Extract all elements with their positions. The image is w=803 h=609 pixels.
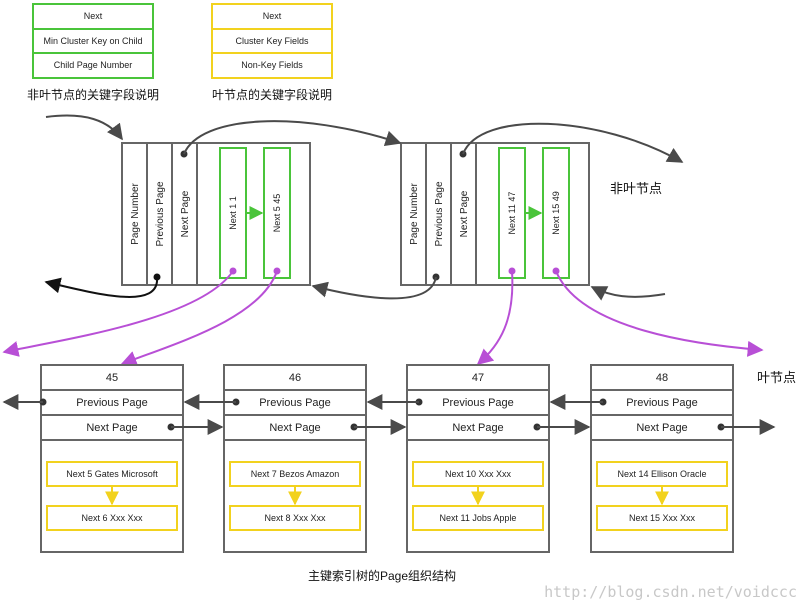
nonleaf-record bbox=[219, 147, 247, 279]
leaf-record bbox=[229, 461, 361, 487]
leaf-record bbox=[596, 505, 728, 531]
previous-page-field: Previous Page bbox=[155, 181, 166, 246]
leaf-previous-page: Previous Page bbox=[76, 397, 148, 409]
leaf-record-label: Next 5 Gates Microsoft bbox=[66, 469, 158, 479]
nonleaf-page: Page Number Previous Page Next Page Next… bbox=[400, 142, 590, 286]
legend-nonleaf-row: Min Cluster Key on Child bbox=[43, 36, 142, 46]
leaf-record-label: Next 10 Xxx Xxx bbox=[445, 469, 512, 479]
previous-page-field: Previous Page bbox=[434, 181, 445, 246]
nonleaf-record-label: Next 15 49 bbox=[551, 191, 561, 235]
child-pointers bbox=[2, 267, 764, 367]
legend-leaf-row: Next bbox=[263, 11, 282, 21]
legend-nonleaf-row: Next bbox=[84, 11, 103, 21]
leaf-record bbox=[412, 505, 544, 531]
legend-nonleaf-row: Child Page Number bbox=[54, 60, 133, 70]
leaf-record-label: Next 7 Bezos Amazon bbox=[251, 469, 340, 479]
leaf-record bbox=[229, 505, 361, 531]
leaf-record-label: Next 15 Xxx Xxx bbox=[629, 513, 696, 523]
leaf-page: 46 Previous Page Next Page Next 7 Bezos … bbox=[223, 364, 367, 553]
nonleaf-page: Page Number Previous Page Next Page Next… bbox=[121, 142, 311, 286]
leaf-record bbox=[46, 505, 178, 531]
leaf-previous-page: Previous Page bbox=[259, 397, 331, 409]
legend-leaf-caption: 叶节点的关键字段说明 bbox=[212, 87, 332, 102]
leaf-next-page: Next Page bbox=[86, 422, 137, 434]
next-page-field: Next Page bbox=[459, 190, 470, 237]
page-number-field: Page Number bbox=[130, 182, 141, 244]
leaf-label: 叶节点 bbox=[757, 370, 796, 385]
leaf-page-number: 46 bbox=[289, 372, 301, 384]
legend-leaf-row: Non-Key Fields bbox=[241, 60, 303, 70]
leaf-page: 47 Previous Page Next Page Next 10 Xxx X… bbox=[406, 364, 550, 553]
leaf-next-page: Next Page bbox=[636, 422, 687, 434]
nonleaf-record bbox=[498, 147, 526, 279]
leaf-record-label: Next 11 Jobs Apple bbox=[440, 513, 517, 523]
nonleaf-record-label: Next 11 47 bbox=[507, 192, 517, 235]
leaf-page: 48 Previous Page Next Page Next 14 Ellis… bbox=[590, 364, 734, 553]
leaf-page-number: 47 bbox=[472, 372, 484, 384]
leaf-record-label: Next 14 Ellison Oracle bbox=[617, 469, 706, 479]
leaf-record bbox=[46, 461, 178, 487]
nonleaf-record-label: Next 5 45 bbox=[272, 194, 282, 233]
leaf-page-number: 45 bbox=[106, 372, 118, 384]
page-number-field: Page Number bbox=[409, 182, 420, 244]
nonleaf-record bbox=[542, 147, 570, 279]
leaf-next-page: Next Page bbox=[269, 422, 320, 434]
leaf-page-number: 48 bbox=[656, 372, 668, 384]
leaf-links bbox=[2, 394, 776, 435]
legend-leaf-row: Cluster Key Fields bbox=[235, 36, 309, 46]
nonleaf-links bbox=[44, 114, 684, 301]
next-page-field: Next Page bbox=[180, 190, 191, 237]
leaf-record-label: Next 6 Xxx Xxx bbox=[81, 513, 143, 523]
leaf-next-page: Next Page bbox=[452, 422, 503, 434]
leaf-previous-page: Previous Page bbox=[626, 397, 698, 409]
bottom-caption: 主键索引树的Page组织结构 bbox=[308, 568, 456, 583]
legend-nonleaf-caption: 非叶节点的关键字段说明 bbox=[27, 87, 159, 102]
nonleaf-record-label: Next 1 1 bbox=[228, 196, 238, 230]
watermark: http://blog.csdn.net/voidccc bbox=[544, 583, 797, 601]
leaf-page: 45 Previous Page Next Page Next 5 Gates … bbox=[40, 364, 184, 553]
nonleaf-label: 非叶节点 bbox=[610, 181, 662, 196]
leaf-record-label: Next 8 Xxx Xxx bbox=[264, 513, 326, 523]
leaf-previous-page: Previous Page bbox=[442, 397, 514, 409]
leaf-record bbox=[412, 461, 544, 487]
legend-nonleaf: Next Min Cluster Key on Child Child Page… bbox=[27, 3, 159, 102]
nonleaf-record bbox=[263, 147, 291, 279]
legend-leaf: Next Cluster Key Fields Non-Key Fields 叶… bbox=[211, 3, 333, 102]
